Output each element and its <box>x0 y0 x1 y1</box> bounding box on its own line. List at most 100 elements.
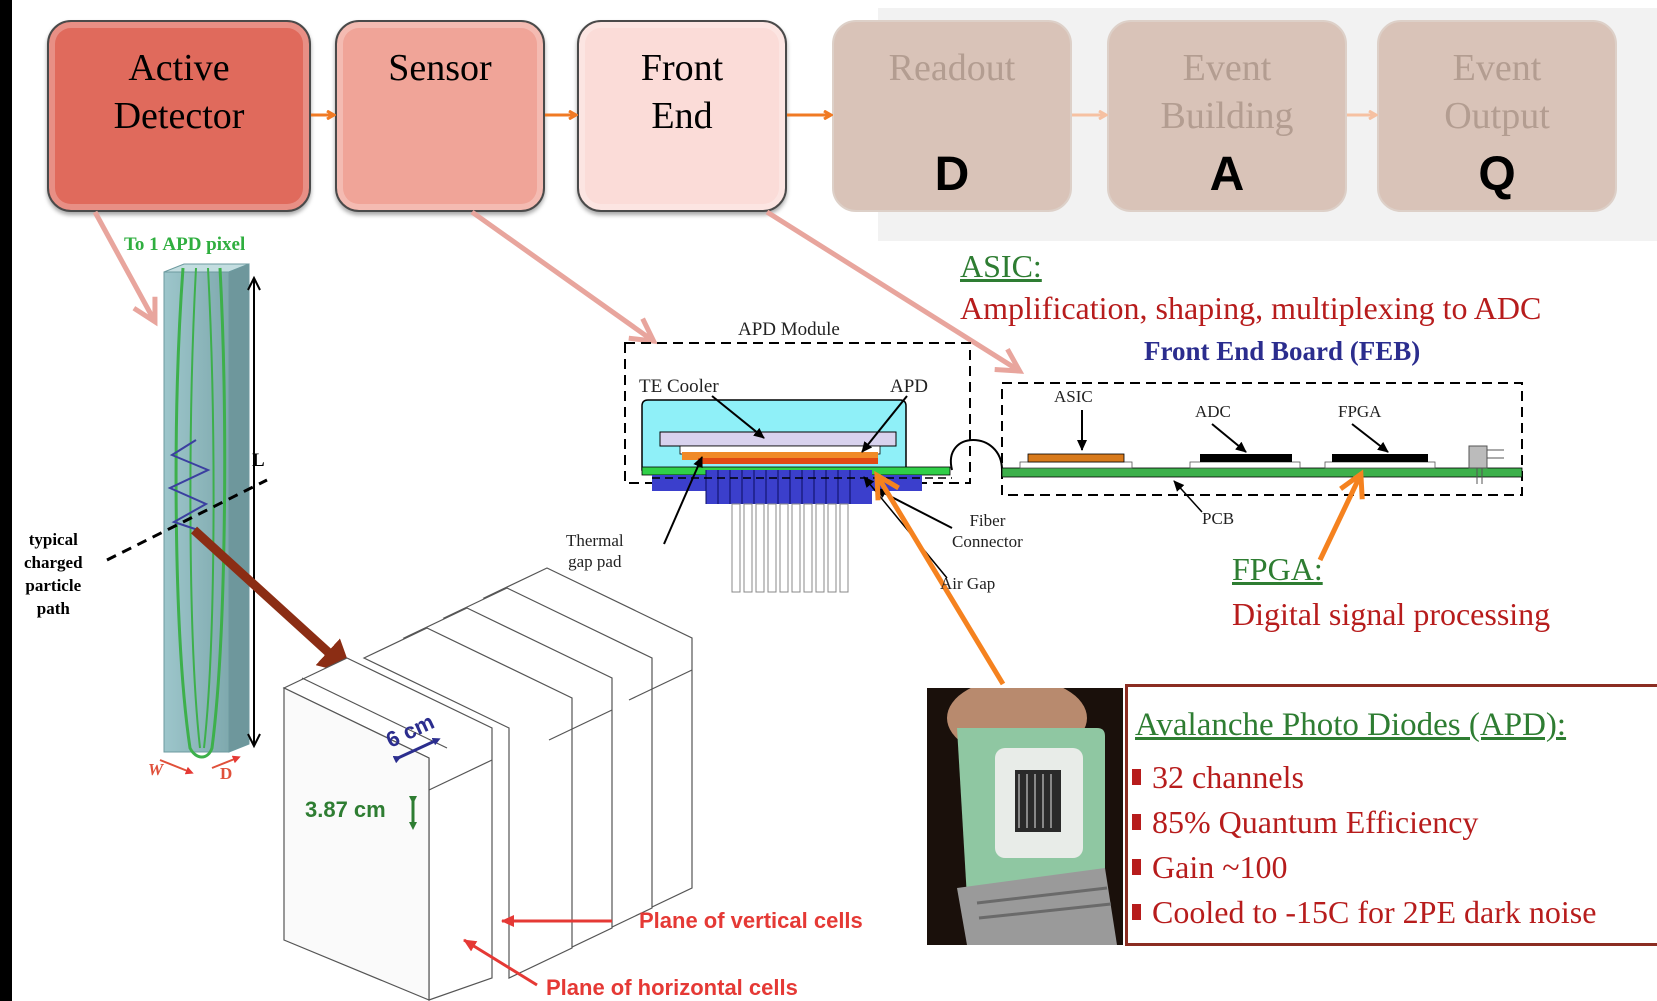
apd-photo <box>927 688 1123 945</box>
apd-feature-item: 85% Quantum Efficiency <box>1128 800 1596 845</box>
cell-height-label: 3.87 cm <box>305 797 386 822</box>
fiber-bundle <box>731 503 849 593</box>
grid-cell-lines <box>548 709 613 741</box>
apd-layer <box>682 452 878 460</box>
adc-chip <box>1200 454 1292 462</box>
fpga-description: Digital signal processing <box>1232 596 1551 632</box>
detector-cell-drawing <box>106 263 268 775</box>
asic-description: Amplification, shaping, multiplexing to … <box>960 290 1542 326</box>
connector-pins <box>705 470 851 504</box>
apd-pointer <box>861 395 908 453</box>
feb-pcb <box>1001 467 1523 478</box>
fpga-heading: FPGA: <box>1232 551 1323 587</box>
feb-asic-label: ASIC <box>1054 387 1093 406</box>
bullet-icon <box>1132 814 1141 830</box>
wls-fiber-loop <box>174 267 227 759</box>
thermal-gap-pointer <box>663 456 703 545</box>
length-label: L <box>252 450 265 471</box>
fpga-chip <box>1332 454 1428 462</box>
apd-features-box: Avalanche Photo Diodes (APD): 32 channel… <box>1125 684 1657 946</box>
apd-feature-item: 32 channels <box>1128 755 1596 800</box>
depth-dimension <box>211 755 241 769</box>
thermal-gap-label: Thermal gap pad <box>566 531 624 571</box>
feb-pcb-label: PCB <box>1202 509 1235 528</box>
socket-pins <box>1018 774 1052 828</box>
stage-label: Active Detector <box>113 47 245 137</box>
horizontal-plane-arrow <box>463 938 538 987</box>
stage-letter: D <box>934 148 970 201</box>
asic-heading: ASIC: <box>960 248 1042 284</box>
air-gap-label: Air Gap <box>940 574 996 593</box>
apd-feature-text: 85% Quantum Efficiency <box>1152 804 1479 840</box>
stage-event-building: Event Building A <box>1107 20 1347 212</box>
asic-socket <box>1019 461 1133 469</box>
active-detector-pointer-arrow <box>92 210 158 327</box>
to-apd-pixel-label: To 1 APD pixel <box>124 234 246 255</box>
particle-path-dashed <box>106 478 268 562</box>
depth-label: D <box>220 764 233 783</box>
feb-fpga-label: FPGA <box>1338 402 1382 421</box>
cell-width-dimension <box>392 738 441 764</box>
te-cooler-pointer <box>711 395 765 439</box>
fiber-connector-label: Fiber Connector <box>952 511 1023 551</box>
connector-block <box>706 470 872 504</box>
feb-connector <box>1468 445 1488 469</box>
apd-feature-text: Cooled to -15C for 2PE dark noise <box>1152 894 1597 930</box>
te-cooler-label: TE Cooler <box>639 376 719 397</box>
wls-fiber-loop <box>189 267 215 749</box>
grid-cell-lines <box>628 669 693 701</box>
cell-to-grid-arrow <box>190 526 354 676</box>
diagram-graphics <box>92 0 1523 1001</box>
stage-front-end: Front End <box>577 20 787 212</box>
cell-grid-drawing <box>282 567 693 1001</box>
stage-label: Event Output <box>1444 47 1550 137</box>
bullet-icon <box>1132 859 1141 875</box>
stage-active-detector: Active Detector <box>47 20 311 212</box>
fpga-pointer <box>1351 423 1389 453</box>
apd-chip-socket <box>1015 770 1061 832</box>
stage-label: Readout <box>888 47 1016 89</box>
feb-adc-label: ADC <box>1195 402 1231 421</box>
length-arrowhead <box>247 275 261 291</box>
ribbon-ridges <box>976 886 1112 920</box>
grid-layer <box>362 627 573 979</box>
horizontal-plane-label: Plane of horizontal cells <box>546 975 798 1000</box>
stage-readout: Readout D <box>832 20 1072 212</box>
apd-module-title: APD Module <box>738 319 840 340</box>
pcb-pointer <box>1173 480 1203 513</box>
stage-label: Sensor <box>388 47 492 89</box>
feb-connector-pins <box>1476 449 1504 484</box>
grid-cell-lines <box>428 759 493 791</box>
ribbon-cable <box>949 439 1003 471</box>
bullet-icon <box>1132 769 1141 785</box>
stage-label: Event Building <box>1160 47 1294 137</box>
feb-drawing <box>1001 382 1523 513</box>
ribbon-connector <box>957 868 1117 945</box>
adc-socket <box>1189 461 1301 469</box>
apd-module-drawing <box>624 342 1003 593</box>
apd-feature-item: Cooled to -15C for 2PE dark noise <box>1128 890 1596 935</box>
apd-chip <box>698 458 878 464</box>
fpga-socket <box>1324 461 1436 469</box>
cell-side-face <box>228 263 250 753</box>
width-dimension <box>159 759 194 775</box>
stage-sensor: Sensor <box>335 20 545 212</box>
sensor-pointer-arrow <box>470 209 658 345</box>
stage-event-output: Event Output Q <box>1377 20 1617 212</box>
asic-chip <box>1027 453 1125 463</box>
slide-canvas: Active Detector Sensor Front End Readout… <box>12 0 1657 1001</box>
width-label: W <box>148 760 164 779</box>
stage-letter: A <box>1209 148 1245 201</box>
vertical-plane-label: Plane of vertical cells <box>639 908 863 933</box>
apd-feature-item: Gain ~100 <box>1128 845 1596 890</box>
apd-feature-text: Gain ~100 <box>1152 849 1288 885</box>
apd-features-list: 32 channels 85% Quantum Efficiency Gain … <box>1128 755 1596 935</box>
apd-features-heading: Avalanche Photo Diodes (APD): <box>1135 707 1567 743</box>
light-zigzag <box>167 439 211 531</box>
fpga-note-arrow <box>1317 469 1365 562</box>
front-end-pointer-arrow <box>765 209 1025 374</box>
air-gap-pointer <box>863 476 948 579</box>
feb-title: Front End Board (FEB) <box>1144 336 1421 366</box>
length-arrowhead <box>247 733 261 749</box>
